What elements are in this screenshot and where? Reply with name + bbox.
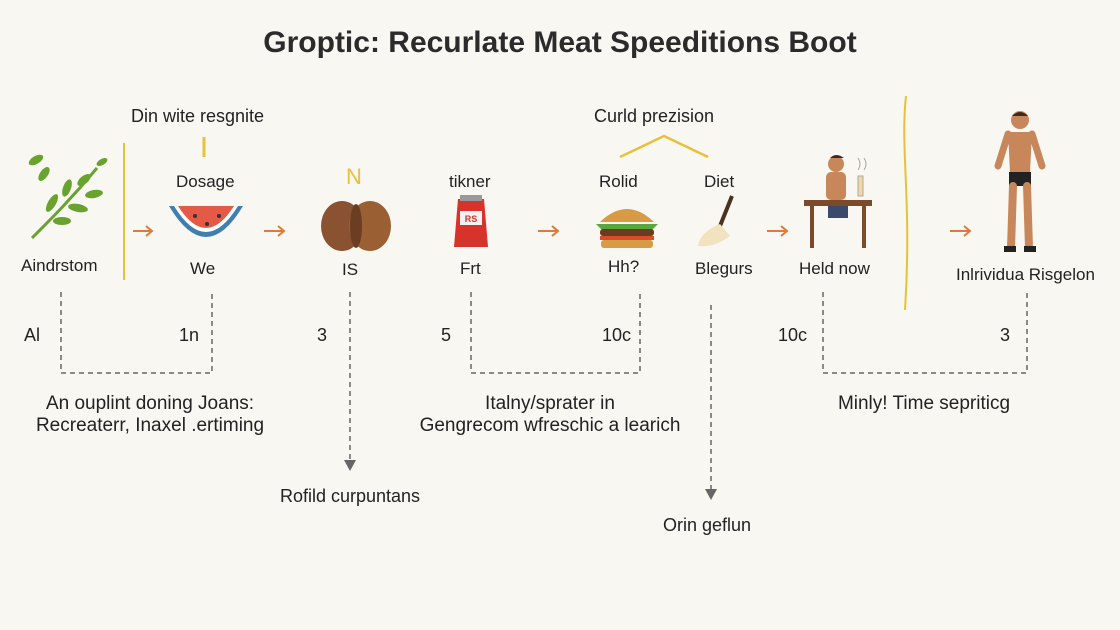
label-broom: Blegurs bbox=[695, 259, 753, 278]
header-dosage: Dosage bbox=[176, 172, 235, 191]
page-title: Groptic: Recurlate Meat Speeditions Boot bbox=[263, 26, 857, 59]
number-1: Al bbox=[24, 325, 41, 345]
caption-left-line2: Recreaterr, Inaxel .ertiming bbox=[35, 415, 265, 436]
watermelon-icon bbox=[169, 206, 243, 237]
separator-right bbox=[903, 95, 909, 311]
label-seeds: IS bbox=[342, 260, 359, 279]
header-n-mark: N bbox=[346, 164, 362, 189]
standing-man-icon bbox=[994, 111, 1046, 252]
label-person: Inlrividua Risgelon bbox=[956, 265, 1095, 284]
label-desk: Held now bbox=[799, 259, 870, 278]
desk-person-icon bbox=[804, 155, 872, 248]
number-2: 1n bbox=[179, 325, 200, 345]
arrow-4 bbox=[767, 225, 789, 237]
header-diet: Diet bbox=[704, 172, 735, 191]
arrow-2 bbox=[264, 225, 286, 237]
svg-text:RS: RS bbox=[465, 214, 478, 224]
caption-bottom-right: Orin geflun bbox=[662, 515, 752, 535]
drop-arrowhead-right bbox=[705, 489, 717, 500]
top-label-middle: Curld prezision bbox=[594, 106, 715, 126]
yellow-caret bbox=[619, 134, 709, 159]
label-burger: Hh? bbox=[608, 257, 640, 276]
bracket-left bbox=[60, 292, 213, 374]
header-tikner: tikner bbox=[449, 172, 491, 191]
plant-icon bbox=[28, 154, 108, 240]
top-label-left: Din wite resgnite bbox=[131, 106, 265, 126]
caption-middle-line1: Italny/sprater in bbox=[485, 393, 615, 414]
burger-icon bbox=[596, 209, 658, 248]
caption-left-line1: An ouplint doning Joans: bbox=[45, 393, 255, 414]
caption-right: Minly! Time sepriticg bbox=[837, 393, 1011, 414]
arrow-1 bbox=[133, 225, 154, 237]
number-3: 3 bbox=[317, 325, 328, 345]
seed-icon bbox=[321, 201, 391, 251]
brackets bbox=[60, 292, 1028, 490]
number-5: 10c bbox=[602, 325, 632, 345]
number-7: 3 bbox=[1000, 325, 1011, 345]
label-watermelon: We bbox=[190, 259, 216, 278]
caption-bottom-left: Rofild curpuntans bbox=[279, 486, 421, 506]
header-rolid: Rolid bbox=[599, 172, 638, 191]
number-4: 5 bbox=[441, 325, 452, 345]
caption-middle-line2: Gengrecom wfreschic a learich bbox=[419, 415, 681, 436]
bracket-middle bbox=[470, 292, 641, 374]
flow-arrows bbox=[133, 225, 972, 237]
arrow-3 bbox=[538, 225, 560, 237]
drop-arrowhead-left bbox=[344, 460, 356, 471]
label-can: Frt bbox=[460, 259, 481, 278]
broom-icon bbox=[698, 195, 734, 247]
arrow-5 bbox=[950, 225, 972, 237]
label-plant: Aindrstom bbox=[21, 256, 98, 275]
bracket-right bbox=[822, 292, 1028, 374]
soda-can-icon: RS bbox=[454, 195, 488, 247]
number-6: 10c bbox=[778, 325, 808, 345]
